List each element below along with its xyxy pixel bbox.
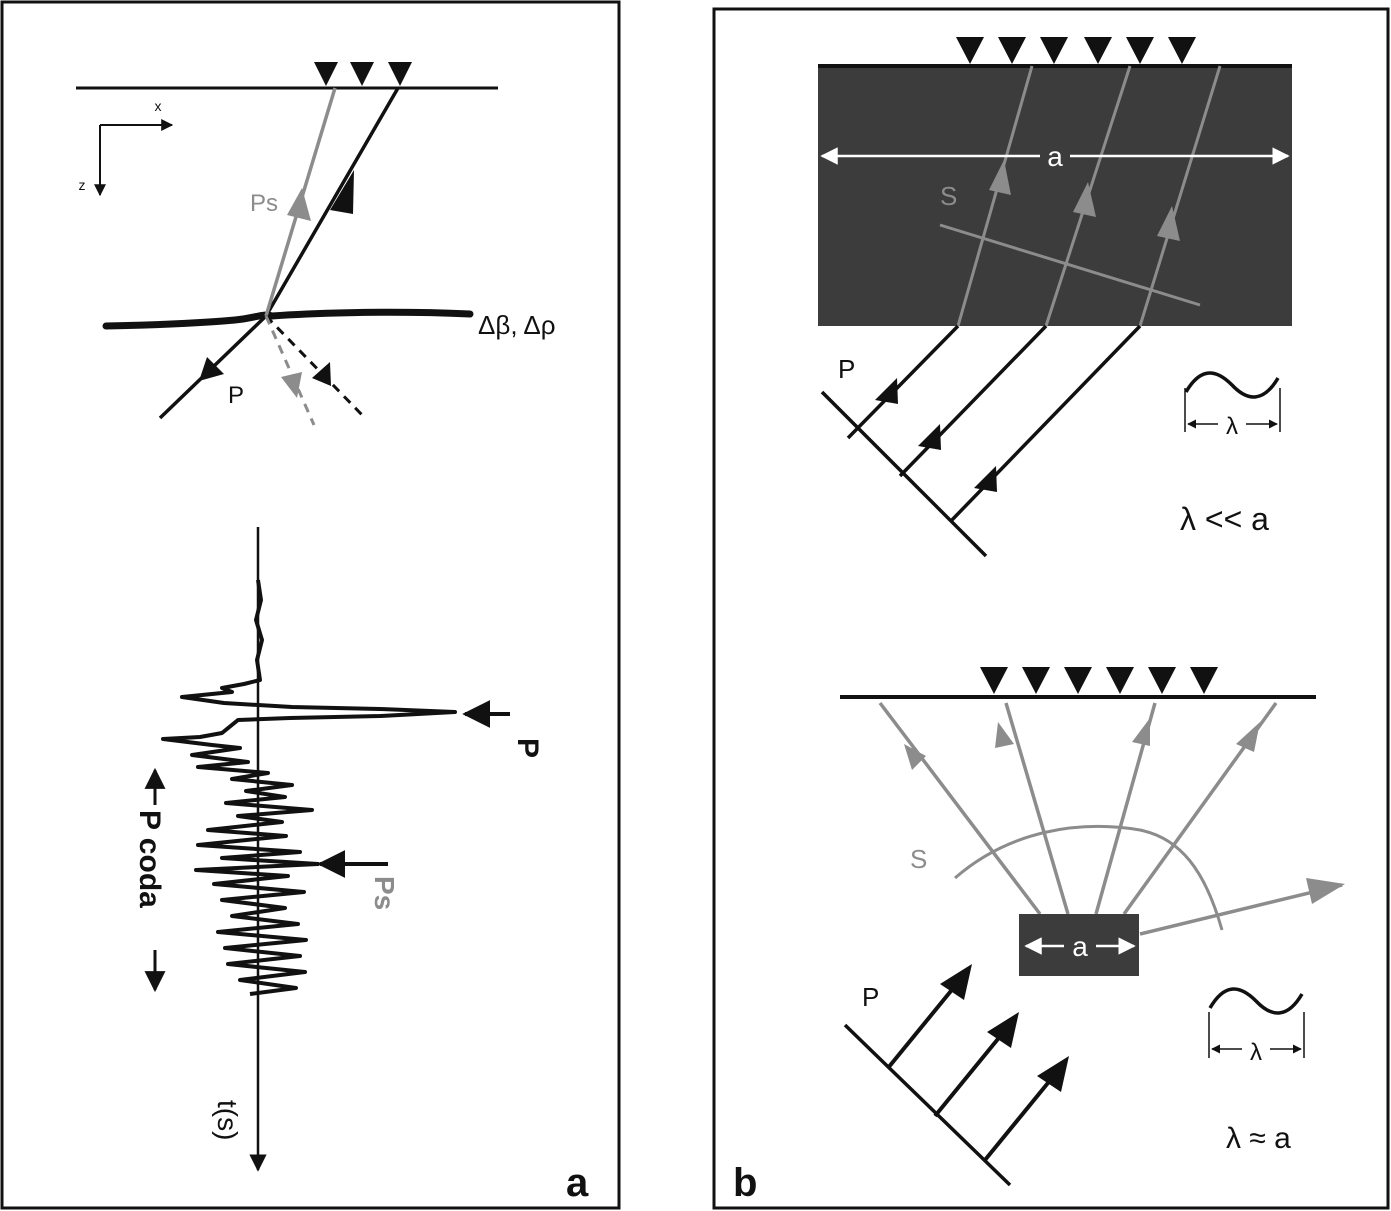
s-ray-inside — [956, 65, 1034, 327]
receiver-triangles — [314, 62, 412, 86]
p-wavefront — [820, 390, 988, 558]
scattered-ray — [878, 701, 1042, 916]
width-label-top: a — [1047, 141, 1063, 172]
panel-b-frame — [712, 7, 1390, 1210]
receiver-icon — [1190, 667, 1218, 694]
receiver-icon — [1168, 37, 1196, 64]
time-axis-label: t(s) — [212, 1100, 243, 1140]
receiver-icon — [350, 62, 374, 86]
receiver-triangles-top — [956, 37, 1196, 64]
incident-p-ray — [898, 324, 1048, 478]
p-wave-label-top: P — [838, 354, 855, 384]
scattered-ray-arrowhead — [1306, 878, 1345, 904]
receiver-triangles-bottom — [980, 667, 1218, 694]
s-ray-inside — [1138, 65, 1222, 327]
width-label-bottom: a — [1072, 931, 1088, 962]
p-wavefront-bottom — [843, 1023, 1012, 1187]
transmitted-p-arrowhead — [330, 170, 354, 214]
s-wavefront-arc — [954, 825, 1224, 931]
panel-a: x z Δβ, Δρ P Ps P Ps P cod — [0, 0, 621, 1210]
scattered-ray — [1139, 883, 1343, 936]
p-ray-label: P — [228, 382, 244, 409]
p-wave-label-bottom: P — [862, 982, 879, 1012]
s-ray-arrowhead — [989, 160, 1011, 195]
relation-bottom: λ ≈ a — [1226, 1122, 1291, 1155]
receiver-icon — [1126, 37, 1154, 64]
wavelength-wave-icon — [1208, 987, 1304, 1015]
p-ray-arrowhead — [974, 466, 997, 492]
scattered-ray-arrowhead — [904, 744, 926, 770]
p-ray-arrowhead — [918, 424, 941, 450]
scattered-ray — [1004, 702, 1070, 915]
receiver-icon — [1148, 667, 1176, 694]
p-ray-arrowhead — [940, 964, 972, 1000]
receiver-icon — [1084, 37, 1112, 64]
interface-boundary — [102, 308, 474, 330]
x-axis-label: x — [155, 98, 162, 114]
incident-p-ray — [983, 1076, 1054, 1162]
receiver-icon — [980, 667, 1008, 694]
interface-label: Δβ, Δρ — [478, 310, 556, 340]
reflected-s-arrowhead — [281, 372, 302, 398]
small-heterogeneity-diagram: S a P — [840, 667, 1345, 1187]
panel-b-letter: b — [733, 1161, 757, 1205]
reflected-p-arrowhead — [312, 362, 331, 386]
receiver-icon — [1064, 667, 1092, 694]
wavelength-legend-bottom: λ — [1208, 987, 1305, 1066]
incident-p-ray — [886, 984, 957, 1070]
p-ray-arrowhead — [199, 357, 224, 381]
p-ray-arrowhead — [1037, 1056, 1069, 1092]
scattered-ray-arrowhead — [1132, 718, 1150, 746]
s-wave-label-top: S — [940, 181, 957, 211]
s-wavefront — [939, 223, 1201, 307]
wavelength-legend-top: λ — [1184, 371, 1281, 440]
p-ray-arrowhead — [987, 1012, 1019, 1048]
p-ray-arrowhead — [875, 378, 898, 404]
scattered-ray-arrowhead — [1236, 722, 1260, 752]
heterogeneity-block-large — [818, 66, 1292, 326]
wavelength-label-bottom: λ — [1250, 1039, 1262, 1066]
p-arrival-label: P — [511, 738, 544, 758]
scattered-ray-arrowhead — [995, 722, 1014, 748]
ps-ray-arrowhead — [287, 188, 311, 221]
wavelength-label-top: λ — [1226, 413, 1238, 440]
s-ray-arrowhead — [1073, 182, 1096, 217]
reflected-s-ray — [264, 315, 316, 426]
ps-arrival-label: Ps — [369, 876, 400, 910]
large-heterogeneity-diagram: S a P λ λ << a — [818, 37, 1292, 558]
z-axis-label: z — [79, 177, 86, 193]
panel-a-frame — [0, 0, 621, 1210]
transmitted-p-ray — [264, 87, 400, 317]
receiver-icon — [314, 62, 338, 86]
panel-b: S a P λ λ << a — [712, 7, 1390, 1210]
coda-label: P coda — [133, 810, 166, 908]
seismogram-trace — [161, 579, 457, 996]
receiver-icon — [998, 37, 1026, 64]
receiver-icon — [1022, 667, 1050, 694]
s-ray-arrowhead — [1157, 206, 1180, 241]
reflected-p-ray — [264, 314, 367, 420]
incident-p-ray — [948, 324, 1142, 524]
coordinate-axes: x z — [79, 98, 174, 197]
relation-top: λ << a — [1180, 501, 1269, 537]
incident-p-ray — [933, 1032, 1004, 1118]
incident-p-ray — [846, 324, 960, 440]
receiver-icon — [1040, 37, 1068, 64]
ps-ray-label: Ps — [250, 190, 278, 217]
panel-a-letter: a — [566, 1161, 589, 1205]
receiver-icon — [956, 37, 984, 64]
receiver-icon — [1106, 667, 1134, 694]
wavelength-wave-icon — [1184, 371, 1280, 399]
s-wave-label-bottom: S — [910, 844, 927, 874]
receiver-icon — [388, 62, 412, 86]
